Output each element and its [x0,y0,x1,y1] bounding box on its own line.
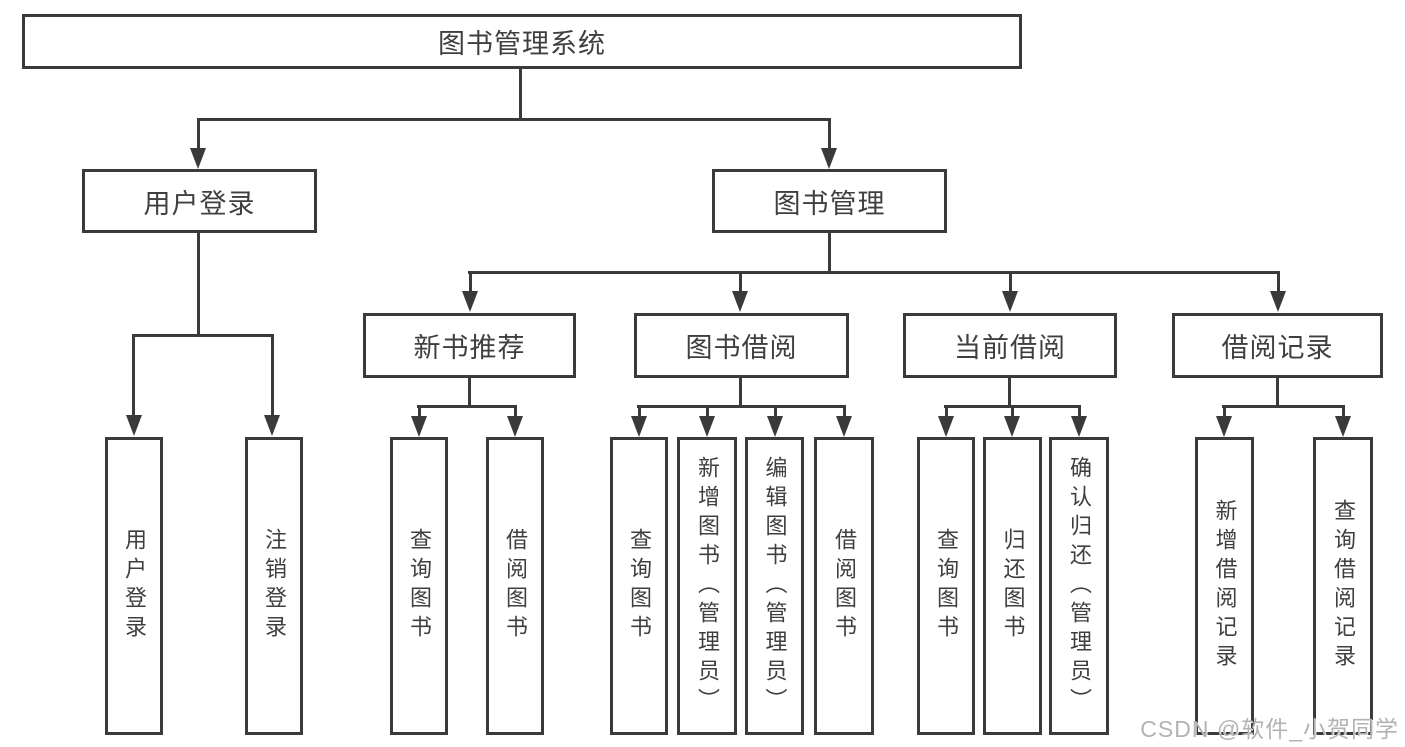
arrowhead [938,416,954,437]
arrowhead [631,416,647,437]
arrowhead [1216,416,1232,437]
arrowhead [821,148,837,169]
line-segment [197,233,200,337]
leaf-edit-books-admin: 编辑图书（管理员） [745,437,804,735]
node-label: 查询图书 [934,528,959,644]
leaf-user-login: 用户登录 [105,437,163,735]
line-segment [1277,271,1280,292]
line-segment [1276,378,1279,408]
arrowhead [264,415,280,436]
leaf-query-books-borrowing: 查询图书 [610,437,668,735]
leaf-borrow-books-recommend: 借阅图书 [486,437,544,735]
node-label: 查询图书 [407,528,432,644]
node-user-login: 用户登录 [82,169,317,233]
line-segment [519,69,522,120]
arrowhead [836,416,852,437]
line-segment [637,405,846,408]
arrowhead [1071,416,1087,437]
line-segment [1008,378,1011,408]
node-label: 确认归还（管理员） [1067,455,1092,717]
arrowhead [126,415,142,436]
leaf-borrow-books-borrowing: 借阅图书 [814,437,874,735]
node-label: 新增图书（管理员） [695,455,720,717]
node-label: 借阅图书 [832,528,857,644]
leaf-confirm-return-admin: 确认归还（管理员） [1049,437,1109,735]
arrowhead [699,416,715,437]
line-segment [1223,405,1226,417]
line-segment [828,118,831,151]
leaf-query-borrow-record: 查询借阅记录 [1313,437,1373,735]
node-current-borrowing: 当前借阅 [903,313,1117,378]
node-label: 用户登录 [143,188,256,219]
arrowhead [190,148,206,169]
line-segment [132,334,274,337]
node-label: 编辑图书（管理员） [762,455,788,717]
line-segment [843,405,846,417]
leaf-query-books-current: 查询图书 [917,437,975,735]
leaf-logout: 注销登录 [245,437,303,735]
node-label: 图书借阅 [685,333,798,363]
node-label: 借阅记录 [1221,333,1334,363]
line-segment [739,378,742,408]
node-borrowing-records: 借阅记录 [1172,313,1383,378]
leaf-add-borrow-record: 新增借阅记录 [1195,437,1254,735]
line-segment [132,334,135,416]
leaf-return-books: 归还图书 [983,437,1042,735]
line-segment [1009,271,1012,292]
node-book-management: 图书管理 [712,169,947,233]
line-segment [774,405,777,417]
arrowhead [1004,416,1020,437]
node-label: 归还图书 [1000,528,1026,644]
line-segment [418,405,421,417]
arrowhead [507,416,523,437]
line-segment [197,118,831,121]
arrowhead [1002,291,1018,312]
node-label: 新书推荐 [413,333,526,363]
line-segment [1342,405,1345,417]
arrowhead [767,416,783,437]
line-segment [706,405,709,417]
line-segment [638,405,641,417]
line-segment [271,334,274,416]
line-segment [514,405,517,417]
line-segment [739,271,742,292]
line-segment [945,405,948,417]
node-label: 用户登录 [122,528,147,644]
arrowhead [1270,291,1286,312]
node-root-system: 图书管理系统 [22,14,1022,69]
arrowhead [732,291,748,312]
line-segment [197,118,200,151]
csdn-watermark: CSDN @软件_小贺同学 [1140,716,1399,742]
line-segment [1011,405,1014,417]
arrowhead [1335,416,1351,437]
node-label: 图书管理 [773,188,886,219]
line-segment [469,271,472,292]
line-segment [468,271,1280,274]
leaf-query-books-recommend: 查询图书 [390,437,448,735]
leaf-add-books-admin: 新增图书（管理员） [677,437,737,735]
node-label: 查询图书 [627,528,652,644]
node-label: 当前借阅 [954,333,1066,363]
line-segment [828,233,831,274]
node-label: 注销登录 [262,528,287,644]
node-label: 借阅图书 [503,528,528,644]
node-label: 查询借阅记录 [1331,499,1356,673]
arrowhead [462,291,478,312]
line-segment [417,405,517,408]
node-new-book-recommend: 新书推荐 [363,313,576,378]
line-segment [1078,405,1081,417]
line-segment [468,378,471,408]
line-segment [1222,405,1345,408]
node-label: 新增借阅记录 [1212,499,1238,673]
node-book-borrowing: 图书借阅 [634,313,849,378]
arrowhead [411,416,427,437]
node-label: 图书管理系统 [438,29,606,59]
